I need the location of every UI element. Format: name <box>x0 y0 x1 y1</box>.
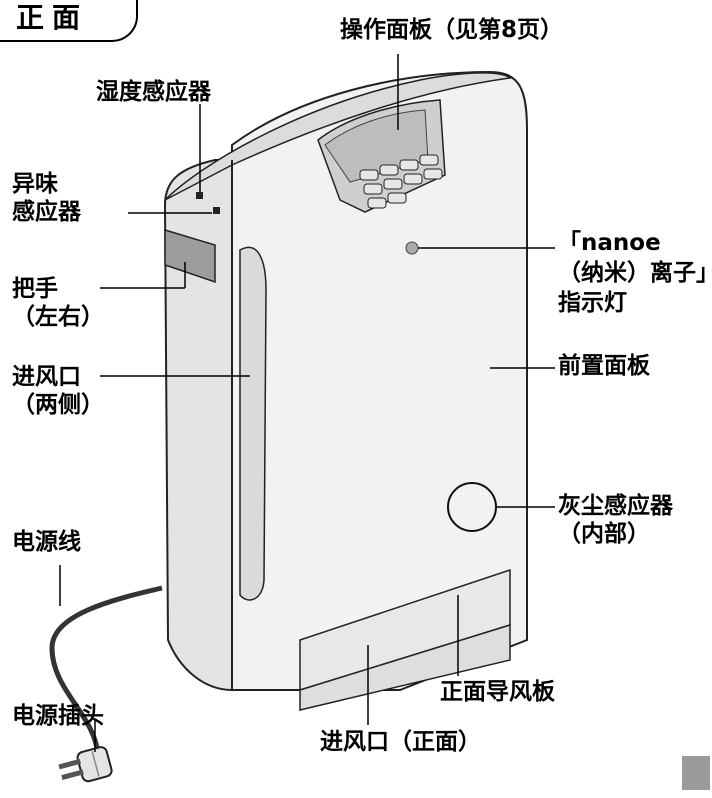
label-power-cord: 电源线 <box>12 529 81 555</box>
nanoe-indicator-icon <box>405 241 419 255</box>
label-front-louver: 正面导风板 <box>440 679 555 705</box>
purifier-top <box>164 72 512 201</box>
label-handle: 把手 （左右） <box>12 276 104 330</box>
label-dust-sensor: 灰尘感应器 （内部） <box>558 493 673 547</box>
label-odor-sensor: 异味 感应器 <box>12 171 81 225</box>
label-nanoe-indicator: 「nanoe （纳米）离子」 指示灯 <box>558 230 712 316</box>
side-air-inlet <box>239 246 267 601</box>
odor-sensor-icon <box>213 207 220 214</box>
label-front-panel: 前置面板 <box>558 353 650 379</box>
label-air-inlet-front: 进风口（正面） <box>320 729 481 755</box>
label-power-plug: 电源插头 <box>12 703 104 729</box>
handle <box>164 228 216 284</box>
label-air-inlet-side: 进风口 （两侧） <box>12 364 104 418</box>
label-operation-panel: 操作面板（见第8页） <box>340 17 564 43</box>
purifier-front <box>231 70 528 691</box>
title-badge: 正面 <box>0 0 138 42</box>
page-title: 正面 <box>16 1 89 34</box>
humidity-sensor-icon <box>196 192 203 199</box>
page-corner-tab <box>682 756 710 790</box>
power-cord <box>49 585 163 756</box>
label-humidity-sensor: 湿度感应器 <box>96 79 211 105</box>
panel-buttons <box>359 154 443 209</box>
power-plug-icon <box>58 746 113 783</box>
